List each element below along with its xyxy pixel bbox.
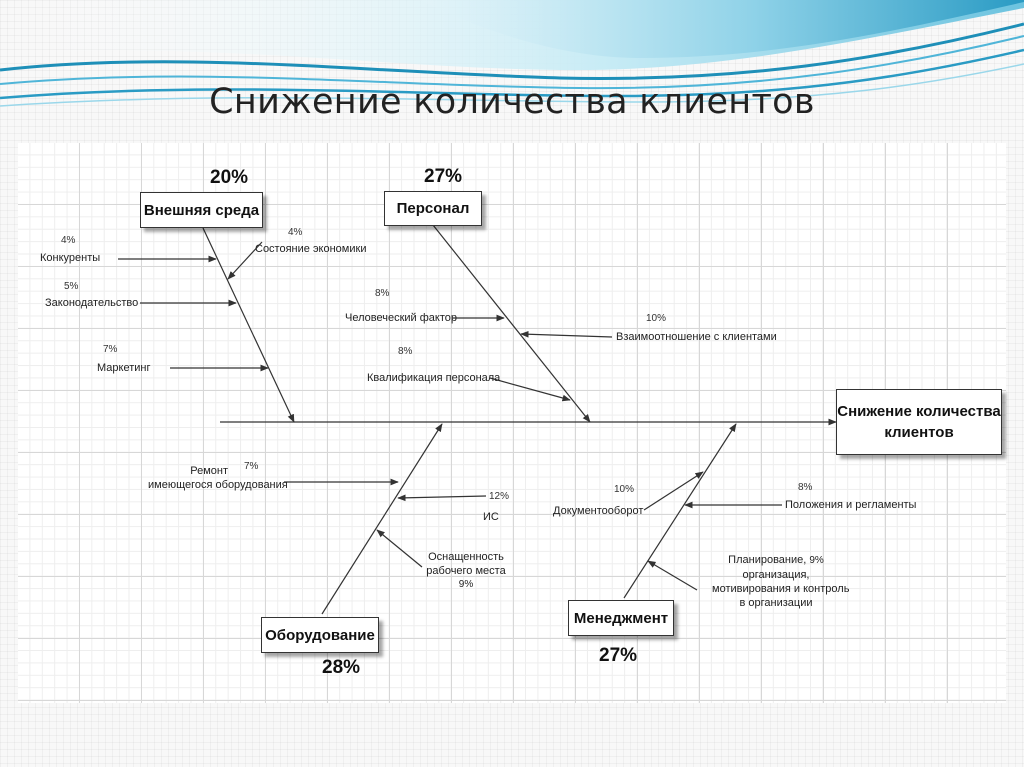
arrow-workplace: [376, 529, 423, 568]
cause-label-planning-line-1-text: Планирование,: [728, 554, 807, 566]
bone-external: [202, 227, 295, 423]
cause-percent-workplace: 9%: [458, 579, 474, 590]
cause-percent-regulations: 8%: [798, 482, 813, 493]
arrow-is: [397, 494, 487, 502]
cause-label-qualification: Квалификация персонала: [367, 372, 501, 384]
cause-label-repair: Ремонт имеющегося оборудования: [148, 464, 288, 492]
arrow-client-relations: [520, 330, 613, 338]
cause-percent-competitors: 4%: [61, 235, 76, 246]
category-box-equipment: Оборудование: [261, 617, 379, 653]
cause-percent-docflow: 10%: [614, 484, 635, 495]
bone-management: [623, 423, 737, 599]
category-percent-external: 20%: [210, 167, 249, 188]
bone-equipment: [321, 423, 443, 615]
cause-percent-marketing: 7%: [103, 344, 118, 355]
cause-percent-is: 12%: [489, 491, 510, 502]
effect-line-1: Снижение количества: [837, 403, 1001, 420]
cause-label-docflow: Документооборот: [553, 505, 644, 517]
category-percent-management: 27%: [599, 645, 638, 666]
category-percent-personnel: 27%: [424, 166, 463, 187]
cause-label-legislation: Законодательство: [45, 297, 139, 309]
cause-label-planning-line-3: мотивирования и контроль: [712, 583, 850, 595]
bone-personnel: [432, 224, 591, 423]
arrow-planning: [647, 560, 698, 591]
cause-percent-human-factor: 8%: [375, 288, 390, 299]
cause-label-economy: Состояние экономики: [255, 243, 367, 255]
arrow-economy: [227, 241, 263, 280]
cause-label-planning-line-2: организация,: [742, 569, 810, 581]
cause-label-repair-line-2: имеющегося оборудования: [148, 479, 288, 491]
cause-label-planning-line-4: в организации: [739, 597, 813, 609]
cause-label-planning: Планирование, 9% организация, мотивирова…: [712, 553, 850, 610]
category-percent-equipment: 28%: [322, 657, 361, 678]
cause-label-planning-line-1: Планирование, 9%: [712, 553, 840, 568]
category-label-management: Менеджмент: [573, 609, 669, 627]
slide-title: Снижение количества клиентов: [209, 82, 815, 122]
cause-label-client-relations: Взаимоотношение с клиентами: [616, 331, 777, 343]
cause-label-workplace: Оснащенность рабочего места 9%: [422, 550, 510, 592]
cause-percent-qualification: 8%: [398, 346, 413, 357]
category-label-external: Внешняя среда: [143, 201, 260, 219]
arrow-docflow: [643, 471, 704, 511]
cause-percent-planning: 9%: [809, 555, 824, 566]
category-label-equipment: Оборудование: [265, 626, 375, 644]
cause-label-repair-line-1: Ремонт: [190, 465, 228, 477]
cause-label-regulations: Положения и регламенты: [785, 499, 917, 511]
category-box-management: Менеджмент: [568, 600, 674, 636]
cause-percent-client-relations: 10%: [646, 313, 667, 324]
cause-percent-legislation: 5%: [64, 281, 79, 292]
cause-percent-economy: 4%: [288, 227, 303, 238]
cause-label-is: ИС: [483, 511, 499, 523]
arrow-qualification: [489, 377, 571, 402]
cause-label-human-factor: Человеческий фактор: [345, 312, 457, 324]
cause-label-workplace-line-2: рабочего места: [426, 565, 506, 577]
category-box-personnel: Персонал: [384, 191, 482, 226]
effect-box: Снижение количества клиентов: [836, 389, 1002, 455]
category-box-external: Внешняя среда: [140, 192, 263, 228]
cause-percent-repair: 7%: [244, 461, 259, 472]
cause-label-workplace-line-1: Оснащенность: [428, 551, 504, 563]
header-wave-decoration: [0, 0, 1024, 107]
effect-line-2: клиентов: [884, 424, 954, 441]
category-label-personnel: Персонал: [396, 200, 470, 217]
cause-label-marketing: Маркетинг: [97, 362, 151, 374]
cause-label-competitors: Конкуренты: [40, 252, 101, 264]
